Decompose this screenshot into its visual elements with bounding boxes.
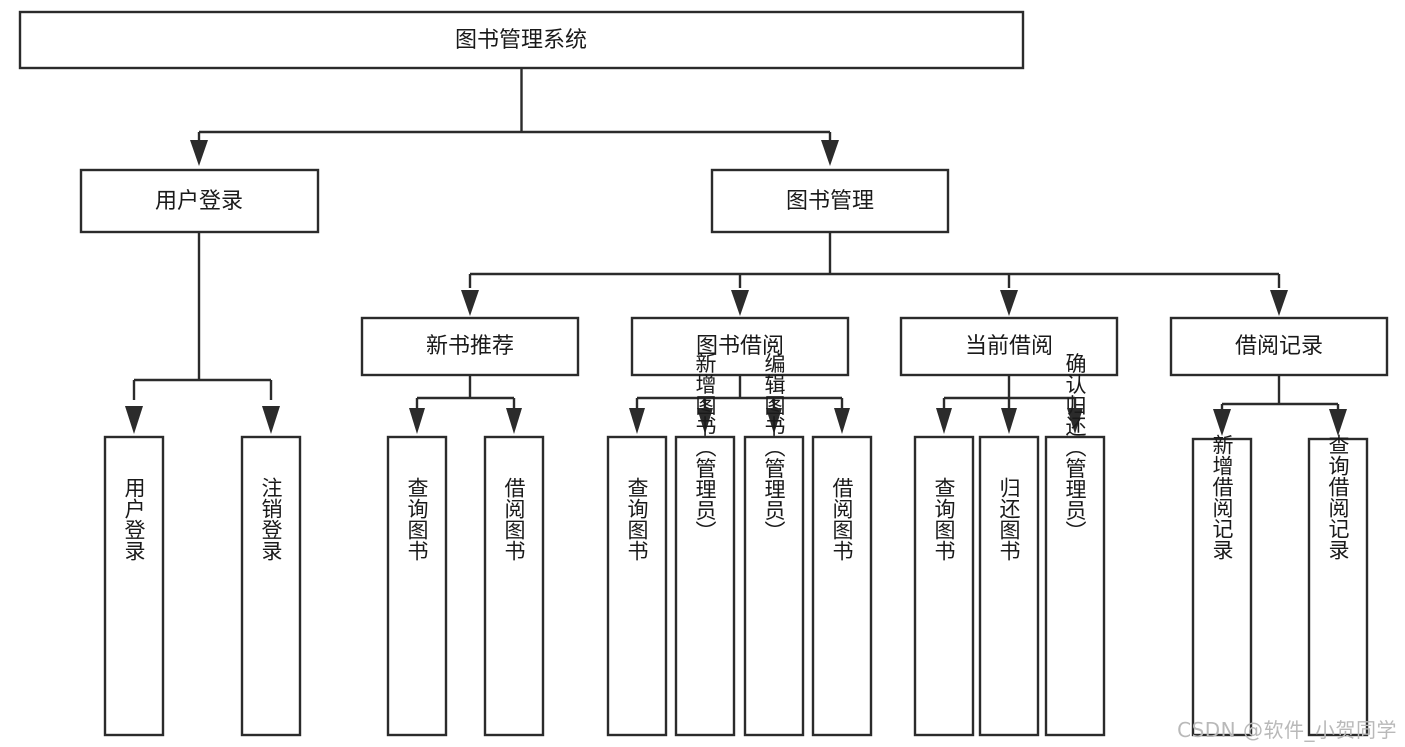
arrow-borrow-leaf-2 <box>697 408 713 434</box>
leaf-add-borrow-record-box[interactable] <box>1191 437 1253 737</box>
leaf-return-book[interactable]: 归还图书 <box>978 435 1040 737</box>
edges-layer <box>125 68 1347 436</box>
arrow-user-login-leaf-1 <box>125 406 143 434</box>
arrow-new-book-leaf-2 <box>506 408 522 434</box>
leaf-add-borrow-record[interactable]: 新增借阅记录 <box>1191 434 1253 737</box>
node-book-borrow-box[interactable] <box>630 316 850 377</box>
node-root-system[interactable]: 图书管理系统 <box>18 10 1025 70</box>
arrow-new-book-leaf-1 <box>409 408 425 434</box>
arrow-borrow-leaf-3 <box>766 408 782 434</box>
arrow-current-leaf-3 <box>1067 408 1083 434</box>
leaf-add-borrow-record-label: 新增借阅记录 <box>1210 434 1234 560</box>
leaf-new-book-borrow-box[interactable] <box>483 435 545 737</box>
leaf-query-borrow-record-label: 查询借阅记录 <box>1326 434 1350 560</box>
node-root-system-box[interactable] <box>18 10 1025 70</box>
arrow-current-leaf-2 <box>1001 408 1017 434</box>
arrow-root-to-user-login <box>190 140 208 166</box>
node-current-borrow-box[interactable] <box>899 316 1119 377</box>
arrow-book-mgmt-to-record <box>1270 290 1288 316</box>
leaf-logout[interactable]: 注销登录 <box>240 435 302 737</box>
node-new-book-recommend[interactable]: 新书推荐 <box>360 316 580 377</box>
node-new-book-recommend-box[interactable] <box>360 316 580 377</box>
leaf-edit-book-admin-box[interactable] <box>743 435 805 737</box>
node-current-borrow[interactable]: 当前借阅 <box>899 316 1119 377</box>
leaf-borrow-book-box[interactable] <box>811 435 873 737</box>
leaf-add-book-admin-box[interactable] <box>674 435 736 737</box>
leaf-current-query-book-box[interactable] <box>913 435 975 737</box>
leaf-query-borrow-record-box[interactable] <box>1307 437 1369 737</box>
leaf-edit-book-admin-label: 编辑图书（管理员） <box>762 353 786 542</box>
node-book-borrow-label: 图书借阅 <box>696 334 784 359</box>
node-book-management[interactable]: 图书管理 <box>710 168 950 234</box>
leaf-new-book-query-label: 查询图书 <box>405 477 429 561</box>
leaf-current-query-book[interactable]: 查询图书 <box>913 435 975 737</box>
arrow-record-leaf-1 <box>1213 409 1231 436</box>
leaf-new-book-borrow[interactable]: 借阅图书 <box>483 435 545 737</box>
leaf-borrow-book-label: 借阅图书 <box>830 477 854 561</box>
leaf-user-login-box[interactable] <box>103 435 165 737</box>
leaf-new-book-query-box[interactable] <box>386 435 448 737</box>
node-borrow-record-box[interactable] <box>1169 316 1389 377</box>
leaf-confirm-return-admin[interactable]: 确认归还（管理员） <box>1044 353 1106 737</box>
leaf-user-login[interactable]: 用户登录 <box>103 435 165 737</box>
node-new-book-recommend-label: 新书推荐 <box>426 334 514 359</box>
node-borrow-record[interactable]: 借阅记录 <box>1169 316 1389 377</box>
leaf-add-book-admin[interactable]: 新增图书（管理员） <box>674 353 736 737</box>
node-user-login-label: 用户登录 <box>155 189 243 214</box>
node-user-login[interactable]: 用户登录 <box>79 168 320 234</box>
leaf-confirm-return-admin-label: 确认归还（管理员） <box>1063 353 1087 542</box>
node-borrow-record-label: 借阅记录 <box>1235 334 1323 359</box>
node-root-system-label: 图书管理系统 <box>455 28 587 53</box>
arrow-root-to-book-mgmt <box>821 140 839 166</box>
leaf-borrow-query-book-box[interactable] <box>606 435 668 737</box>
node-book-management-box[interactable] <box>710 168 950 234</box>
node-book-borrow[interactable]: 图书借阅 <box>630 316 850 377</box>
node-current-borrow-label: 当前借阅 <box>965 334 1053 359</box>
arrow-current-leaf-1 <box>936 408 952 434</box>
leaf-add-book-admin-label: 新增图书（管理员） <box>693 353 717 542</box>
leaf-user-login-label: 用户登录 <box>122 477 146 561</box>
leaf-query-borrow-record[interactable]: 查询借阅记录 <box>1307 434 1369 737</box>
leaf-logout-box[interactable] <box>240 435 302 737</box>
arrow-record-leaf-2 <box>1329 409 1347 436</box>
arrow-borrow-leaf-1 <box>629 408 645 434</box>
leaf-return-book-label: 归还图书 <box>997 477 1021 561</box>
leaf-borrow-book[interactable]: 借阅图书 <box>811 435 873 737</box>
leaf-current-query-book-label: 查询图书 <box>932 477 956 561</box>
leaf-borrow-query-book[interactable]: 查询图书 <box>606 435 668 737</box>
arrow-borrow-leaf-4 <box>834 408 850 434</box>
node-book-management-label: 图书管理 <box>786 189 874 214</box>
node-user-login-box[interactable] <box>79 168 320 234</box>
leaf-edit-book-admin[interactable]: 编辑图书（管理员） <box>743 353 805 737</box>
leaf-logout-label: 注销登录 <box>259 477 283 561</box>
arrow-book-mgmt-to-new-book <box>461 290 479 316</box>
leaf-return-book-box[interactable] <box>978 435 1040 737</box>
leaf-new-book-query[interactable]: 查询图书 <box>386 435 448 737</box>
leaf-new-book-borrow-label: 借阅图书 <box>502 477 526 561</box>
arrow-book-mgmt-to-current <box>1000 290 1018 316</box>
leaf-borrow-query-book-label: 查询图书 <box>625 477 649 561</box>
leaf-confirm-return-admin-box[interactable] <box>1044 435 1106 737</box>
arrow-user-login-leaf-2 <box>262 406 280 434</box>
arrow-book-mgmt-to-borrow <box>731 290 749 316</box>
